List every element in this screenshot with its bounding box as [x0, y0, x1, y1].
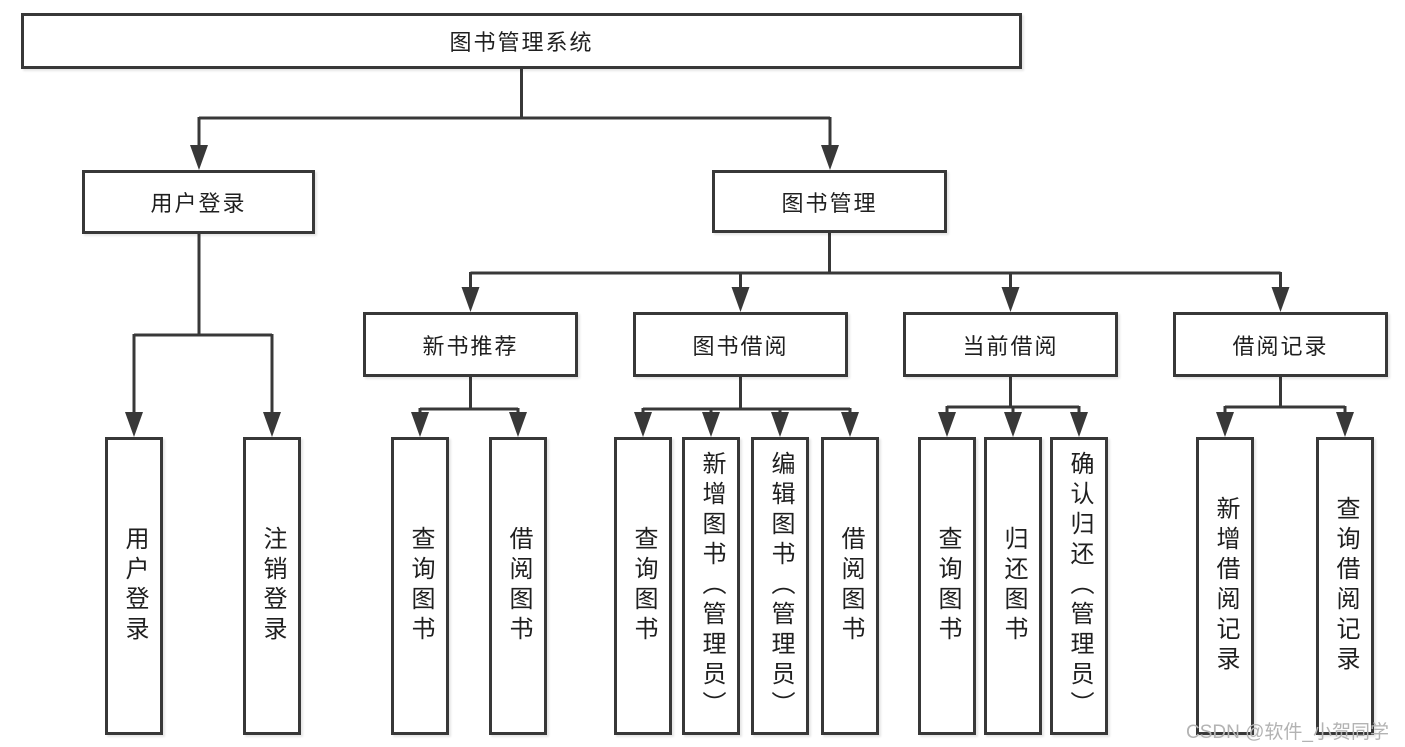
node-book-borrow: 图书借阅 [633, 312, 848, 377]
leaf-query-borrow-record: 查询借阅记录 [1316, 437, 1374, 735]
leaf-add-borrow-record: 新增借阅记录 [1196, 437, 1254, 735]
leaf-user-login: 用户登录 [105, 437, 163, 735]
leaf-return-books: 归还图书 [984, 437, 1042, 735]
leaf-query-books-borrow: 查询图书 [614, 437, 672, 735]
node-book-management: 图书管理 [712, 170, 947, 233]
leaf-logout: 注销登录 [243, 437, 301, 735]
leaf-query-books-current: 查询图书 [918, 437, 976, 735]
leaf-edit-books-admin: 编辑图书（管理员） [751, 437, 809, 735]
leaf-query-books-recommend: 查询图书 [391, 437, 449, 735]
leaf-add-books-admin: 新增图书（管理员） [682, 437, 740, 735]
node-user-login: 用户登录 [82, 170, 315, 234]
node-current-borrow: 当前借阅 [903, 312, 1118, 377]
node-root-system: 图书管理系统 [21, 13, 1022, 69]
csdn-watermark: CSDN @软件_小贺同学 [1186, 722, 1389, 743]
leaf-borrow-books: 借阅图书 [821, 437, 879, 735]
leaf-borrow-books-recommend: 借阅图书 [489, 437, 547, 735]
node-borrow-records: 借阅记录 [1173, 312, 1388, 377]
node-new-book-recommend: 新书推荐 [363, 312, 578, 377]
leaf-confirm-return-admin: 确认归还（管理员） [1050, 437, 1108, 735]
